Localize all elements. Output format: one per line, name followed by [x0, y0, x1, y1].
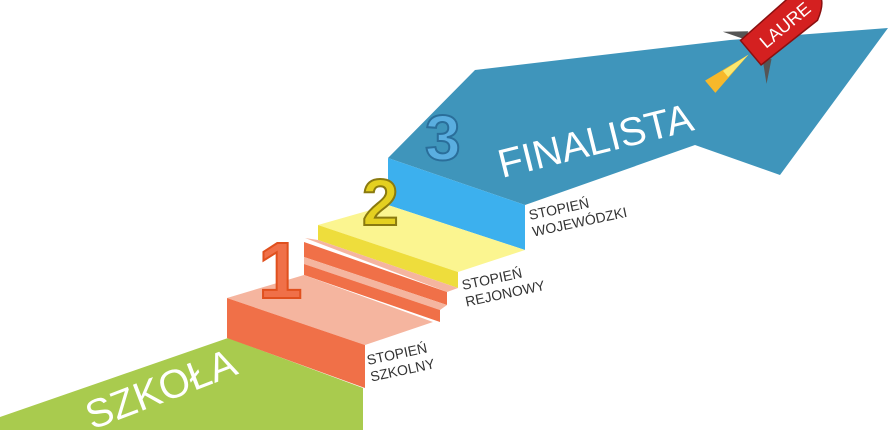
step1-riser-upper: [304, 242, 447, 305]
step1-front: [227, 298, 365, 388]
step3-number: 3: [425, 102, 461, 174]
school-path: [0, 338, 363, 430]
step1-top: [227, 275, 433, 345]
step3-front: [388, 158, 525, 250]
step2-top: [318, 205, 525, 272]
step2-front: [318, 225, 458, 288]
step1-number: 1: [258, 226, 303, 315]
finalist-arrow: [388, 28, 888, 205]
step1-mid-top: [304, 257, 447, 310]
step1-label: STOPIEŃ SZKOLNY: [365, 340, 436, 385]
step2-number: 2: [362, 165, 399, 239]
step2-label: STOPIEŃ REJONOWY: [460, 265, 547, 310]
step1-upper-top: [305, 238, 458, 292]
step1-riser-mid: [304, 264, 440, 322]
